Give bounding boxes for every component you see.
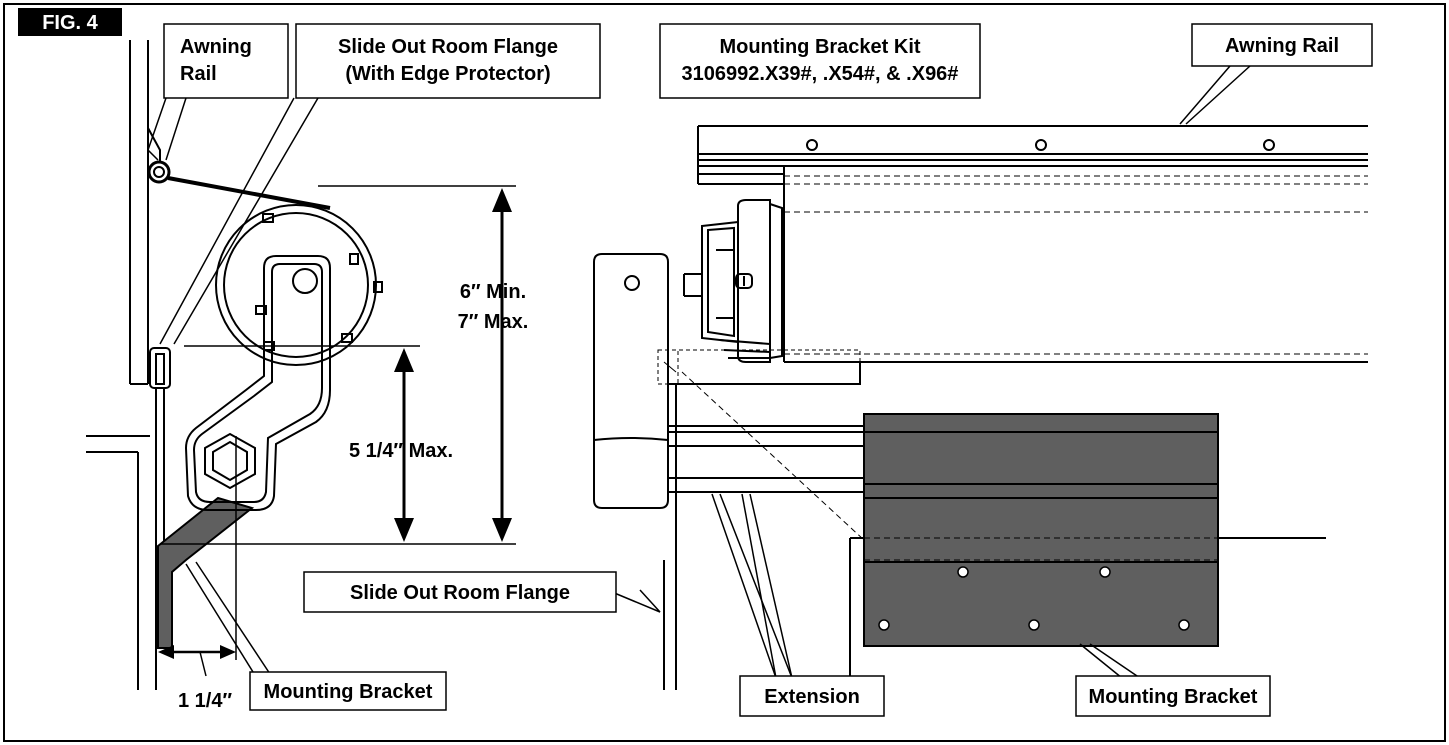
bracket-body [593,253,669,509]
svg-text:Awning: Awning [180,36,252,58]
callout-bracket-kit: Mounting Bracket Kit 3106992.X39#, .X54#… [659,23,981,99]
svg-text:Slide Out Room Flange: Slide Out Room Flange [338,36,558,58]
figure-tag: FIG. 4 [18,8,122,36]
svg-text:Mounting Bracket: Mounting Bracket [1089,686,1258,708]
svg-text:Rail: Rail [180,63,217,85]
roller-tube [215,204,383,366]
callout-awning-rail-right: Awning Rail [1191,23,1373,67]
side-view [86,40,516,690]
dim-offset: 1 1/4″ [178,690,232,712]
hex-nut [204,432,256,490]
svg-text:Slide Out Room Flange: Slide Out Room Flange [350,582,570,604]
callout-mounting-bracket-left: Mounting Bracket [249,671,447,711]
callout-awning-rail-left: Awning Rail [163,23,289,99]
svg-text:Mounting Bracket: Mounting Bracket [264,681,433,703]
dim-lower: 5 1/4″ Max. [349,440,453,462]
svg-text:Extension: Extension [764,686,860,708]
end-cap [683,199,783,363]
svg-text:FIG. 4: FIG. 4 [42,12,98,34]
extension-rails [668,384,864,690]
bracket-arm [184,255,331,511]
svg-text:Awning Rail: Awning Rail [1225,35,1339,57]
awning-rail-front [697,125,1368,185]
callout-extension: Extension [739,675,885,717]
mounting-bracket-front [863,413,1219,647]
roller-bracket [668,362,861,385]
callout-slide-out-flange-edge: Slide Out Room Flange (With Edge Protect… [295,23,601,99]
awning-fabric [167,176,331,210]
side-wall [129,40,149,385]
svg-text:(With Edge Protector): (With Edge Protector) [345,63,550,85]
dimension-arrows [158,188,512,677]
front-view [593,125,1368,690]
awning-rail-side [147,127,171,184]
dim-overall-min: 6″ Min. [460,281,526,303]
callout-slide-out-flange: Slide Out Room Flange [303,571,617,613]
roller-front [783,166,1368,363]
callout-mounting-bracket-right: Mounting Bracket [1075,675,1271,717]
svg-text:Mounting Bracket Kit: Mounting Bracket Kit [719,36,920,58]
callout-leaders [147,65,1251,681]
svg-text:3106992.X39#, .X54#, & .X96#: 3106992.X39#, .X54#, & .X96# [682,63,959,85]
dim-overall-max: 7″ Max. [458,311,529,333]
slide-out-flange-side [86,347,171,690]
figure-border [3,3,1446,742]
mounting-bracket-side [157,496,255,649]
